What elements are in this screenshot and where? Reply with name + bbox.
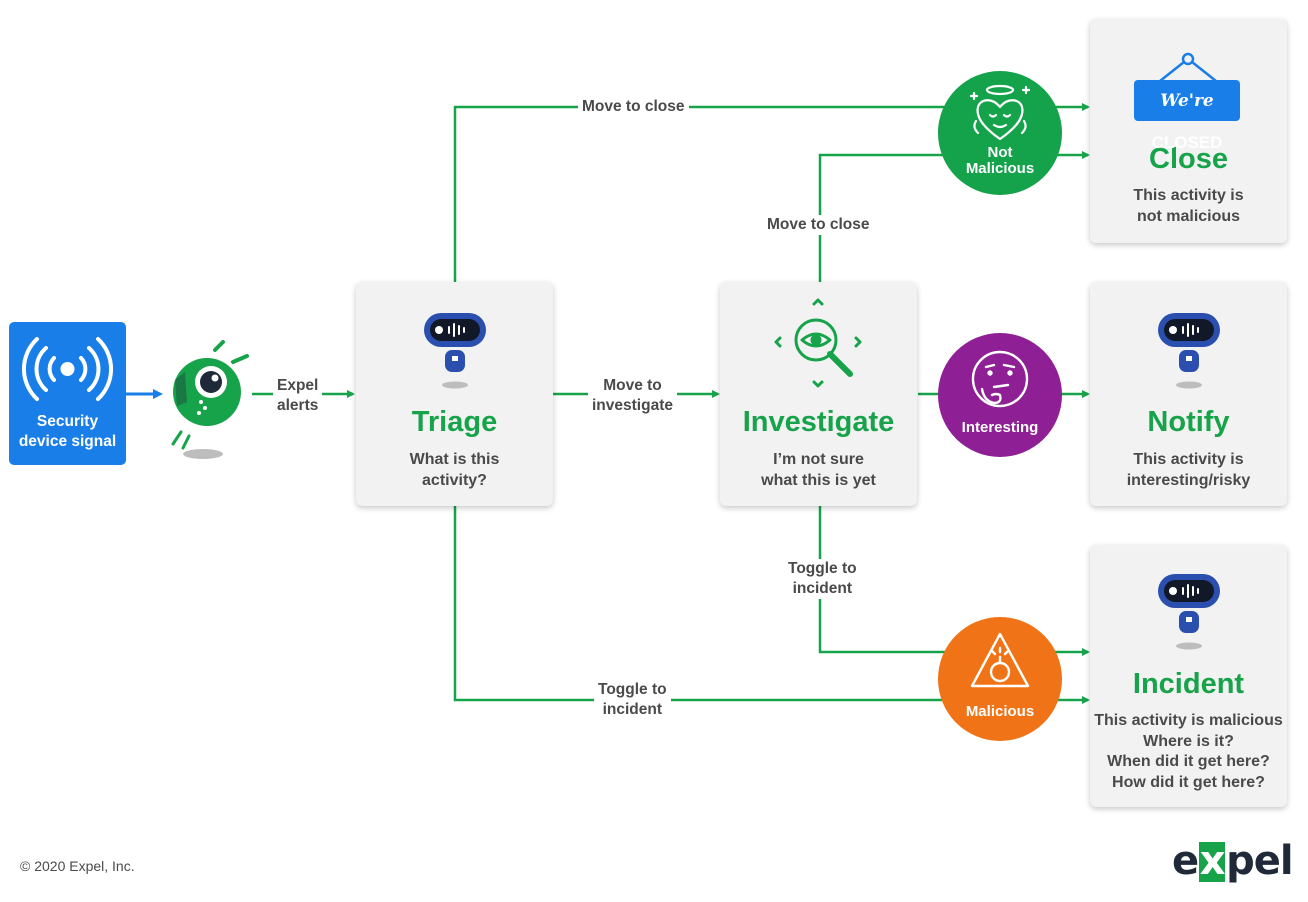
signal-label-line1: Security: [36, 413, 99, 430]
label-expel-alerts: Expel alerts: [273, 376, 323, 416]
verdict-not-malicious-line2: Malicious: [965, 160, 1035, 177]
card-incident-desc-line1: This activity is malicious: [1094, 712, 1283, 729]
label-toggle-incident-mid: Toggle to incident: [784, 559, 861, 599]
verdict-not-malicious-line1: Not: [987, 144, 1013, 161]
card-close-title: Close: [1090, 143, 1287, 176]
card-notify: Notify This activity is interesting/risk…: [1090, 282, 1287, 506]
robot-icon: [1158, 313, 1220, 389]
card-incident-desc-line4: How did it get here?: [1112, 773, 1265, 791]
label-toggle-incident-bottom-line2: incident: [602, 701, 662, 718]
bomb-warning-icon: [970, 632, 1030, 688]
card-incident-desc-line2: Where is it?: [1143, 732, 1234, 750]
card-triage-desc: What is this activity?: [356, 450, 553, 491]
card-investigate-desc-line1: I’m not sure: [773, 451, 864, 468]
card-investigate-title: Investigate: [742, 406, 895, 438]
magnifier-eye-icon: [774, 298, 862, 388]
green-bot-icon: [171, 340, 249, 459]
copyright: © 2020 Expel, Inc.: [20, 858, 135, 874]
card-investigate: Investigate I’m not sure what this is ye…: [720, 282, 917, 506]
arrow-triage-incident: [453, 506, 1090, 704]
signal-label: Security device signal: [9, 412, 126, 452]
label-toggle-incident-bottom: Toggle to incident: [594, 680, 671, 720]
verdict-not-malicious-label: Not Malicious: [938, 145, 1062, 177]
security-signal-box: Security device signal: [9, 322, 126, 465]
card-triage-desc-line2: activity?: [422, 471, 487, 489]
label-toggle-incident-mid-line2: incident: [792, 580, 852, 597]
card-notify-title: Notify: [1147, 406, 1230, 438]
verdict-malicious: Malicious: [938, 617, 1062, 741]
label-toggle-incident-mid-line1: Toggle to: [788, 560, 857, 577]
verdict-interesting-label: Interesting: [961, 419, 1039, 436]
closed-sign-hanger-icon: [1159, 52, 1217, 82]
broadcast-icon: [22, 337, 113, 401]
card-incident-desc-line3: When did it get here?: [1107, 753, 1270, 770]
card-notify-desc-line1: This activity is: [1133, 451, 1244, 468]
label-move-to-investigate: Move to investigate: [588, 376, 677, 416]
label-move-to-investigate-line2: investigate: [592, 397, 673, 414]
signal-label-line2: device signal: [18, 433, 117, 450]
card-close-desc-line1: This activity is: [1133, 187, 1244, 204]
robot-icon: [424, 313, 486, 389]
card-notify-desc: This activity is interesting/risky: [1090, 450, 1287, 491]
card-incident-title: Incident: [1132, 668, 1245, 700]
closed-sign-icon: We're CLOSED: [1134, 80, 1240, 152]
logo-part-right: pel: [1226, 838, 1293, 884]
verdict-malicious-label: Malicious: [965, 703, 1035, 720]
card-triage-desc-line1: What is this: [409, 451, 500, 468]
label-expel-alerts-line1: Expel: [277, 377, 319, 394]
arrow-triage-close: [453, 103, 1090, 282]
sign-caps-text: CLOSED: [1151, 133, 1223, 152]
card-close: Close This activity is not malicious: [1090, 19, 1287, 243]
label-move-to-close-top: Move to close: [578, 97, 689, 117]
card-triage: Triage What is this activity?: [356, 282, 553, 506]
verdict-interesting: Interesting: [938, 333, 1062, 457]
logo-part-left: e: [1172, 838, 1199, 884]
card-incident-desc: This activity is malicious Where is it? …: [1090, 711, 1287, 793]
card-investigate-desc: I’m not sure what this is yet: [720, 450, 917, 491]
thinking-face-icon: [971, 350, 1029, 408]
label-toggle-incident-bottom-line1: Toggle to: [598, 681, 667, 698]
label-expel-alerts-line2: alerts: [277, 397, 319, 414]
sign-script-text: We're: [1160, 91, 1214, 111]
logo-part-x: x: [1199, 838, 1226, 884]
label-move-to-close-mid: Move to close: [763, 215, 874, 235]
card-investigate-desc-line2: what this is yet: [761, 471, 876, 489]
angel-heart-icon: [970, 84, 1030, 141]
label-move-to-investigate-line1: Move to: [603, 377, 662, 394]
expel-logo: expel: [1172, 838, 1294, 884]
verdict-not-malicious: Not Malicious: [938, 71, 1062, 195]
robot-icon: [1158, 574, 1220, 650]
card-triage-title: Triage: [411, 406, 498, 438]
card-notify-desc-line2: interesting/risky: [1126, 471, 1251, 489]
card-close-desc: This activity is not malicious: [1090, 186, 1287, 227]
card-close-desc-line2: not malicious: [1136, 207, 1241, 225]
card-incident: Incident This activity is malicious Wher…: [1090, 545, 1287, 807]
